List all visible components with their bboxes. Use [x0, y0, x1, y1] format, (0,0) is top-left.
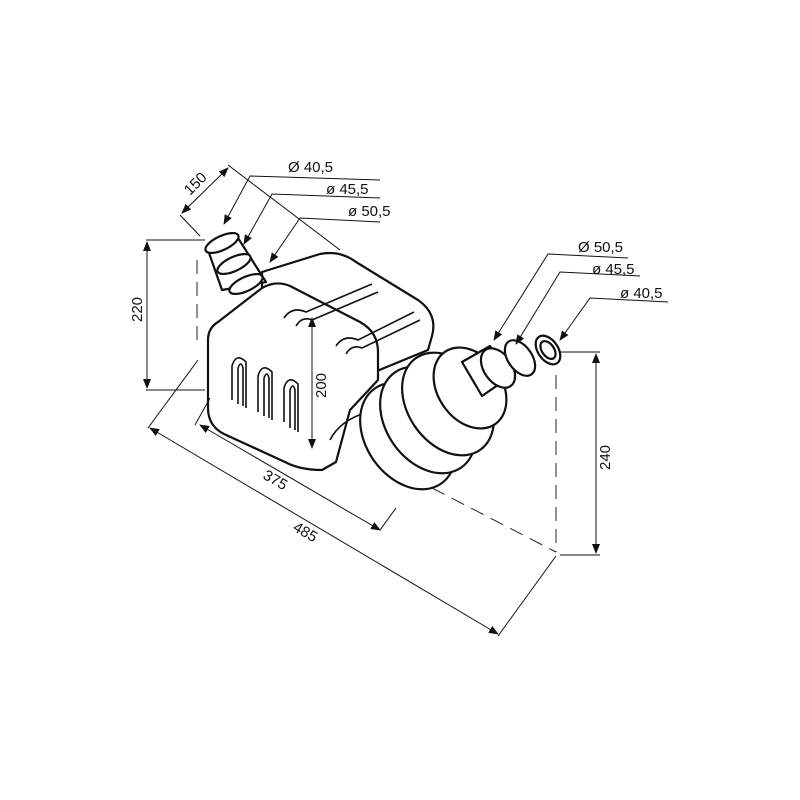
muffler-body	[206, 251, 435, 472]
left-diameter-3: ø 50,5	[348, 203, 391, 220]
dimension-lines	[143, 164, 669, 637]
right-diameter-3: ø 40,5	[620, 285, 663, 302]
dim-label-485: 485	[290, 519, 320, 546]
dim-label-375: 375	[260, 467, 290, 494]
dim-label-150: 150	[181, 169, 211, 199]
right-diameter-2: ø 45,5	[592, 261, 635, 278]
dim-label-240: 240	[597, 445, 614, 470]
dim-label-220: 220	[129, 297, 146, 322]
left-diameter-2: ø 45,5	[326, 181, 369, 198]
right-diameter-1: Ø 50,5	[578, 239, 623, 256]
left-diameter-1: Ø 40,5	[288, 159, 333, 176]
dim-label-200: 200	[313, 373, 330, 398]
inlet-connector	[204, 231, 268, 296]
